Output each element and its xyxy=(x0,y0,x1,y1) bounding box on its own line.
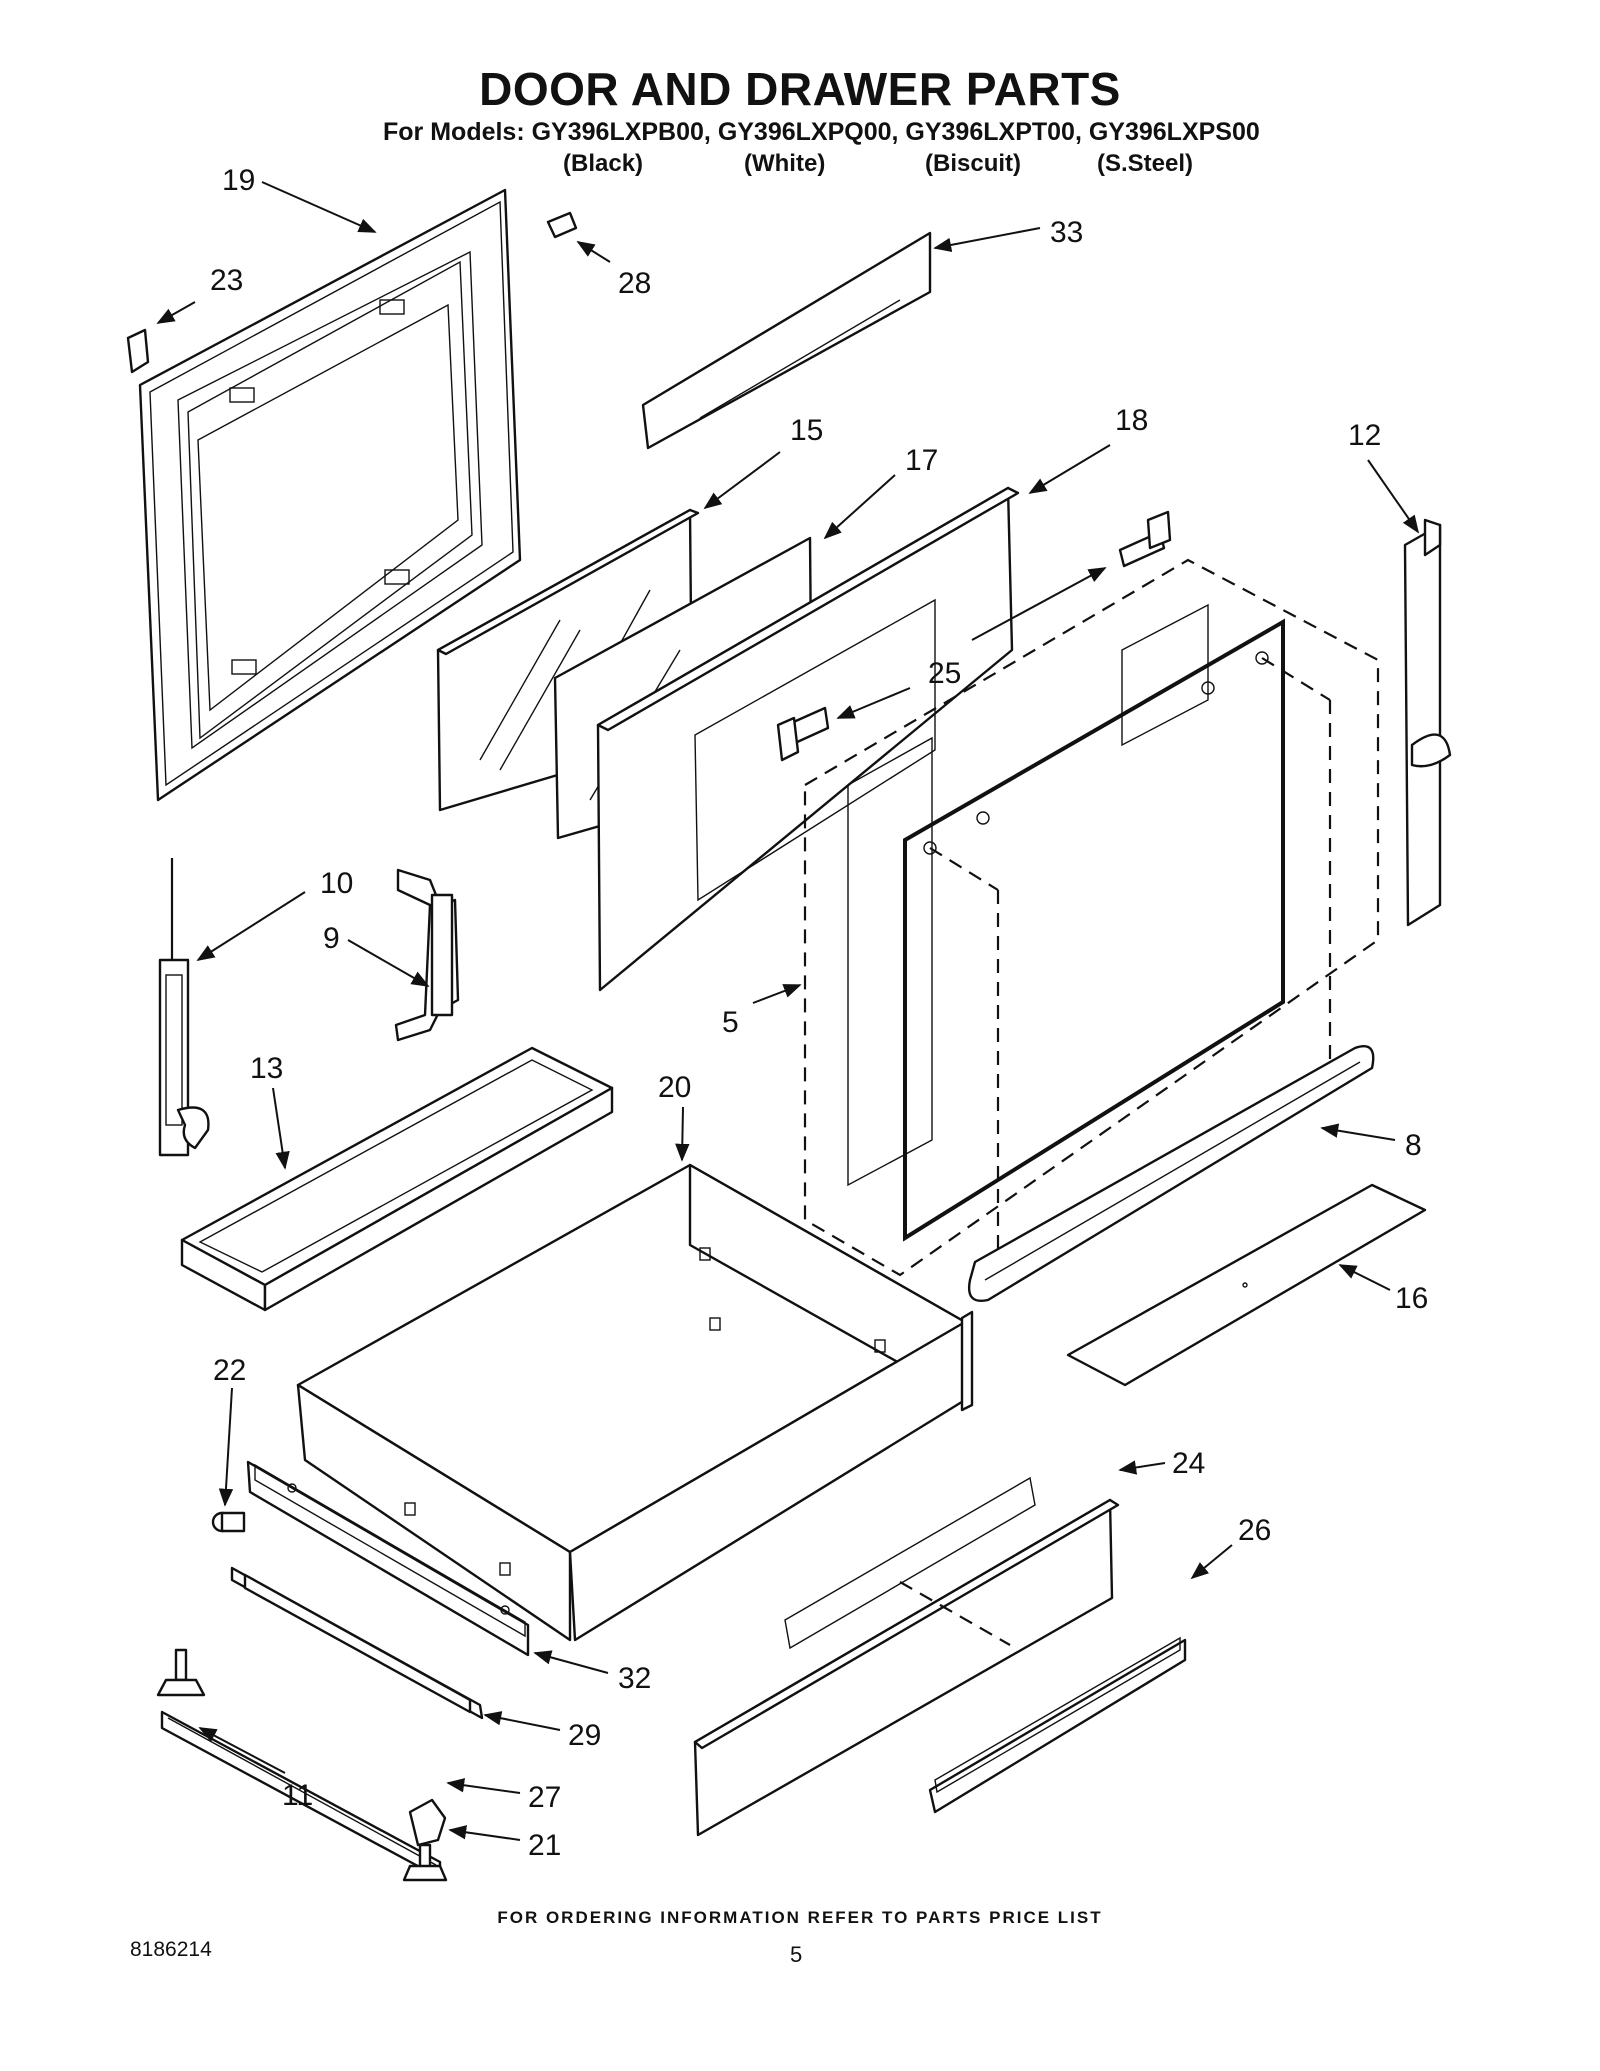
part-29-drawer-slide xyxy=(230,1566,484,1720)
models-line: For Models: GY396LXPB00, GY396LXPQ00, GY… xyxy=(383,118,1260,146)
callout-5: 5 xyxy=(722,1006,739,1039)
callout-28: 28 xyxy=(618,267,651,300)
page-number: 5 xyxy=(790,1942,803,1967)
callout-11: 11 xyxy=(282,1779,313,1812)
callout-numbers: 19 23 28 33 15 17 18 12 25 10 9 5 13 20 … xyxy=(210,164,1428,1862)
callout-10: 10 xyxy=(320,867,353,900)
callout-21: 21 xyxy=(528,1829,561,1862)
callout-16: 16 xyxy=(1395,1282,1428,1315)
part-28-spacer xyxy=(546,211,578,239)
part-32-drawer-rail xyxy=(246,1460,530,1657)
ordering-note: FOR ORDERING INFORMATION REFER TO PARTS … xyxy=(497,1908,1103,1927)
color-black: (Black) xyxy=(563,150,644,177)
callout-26: 26 xyxy=(1238,1514,1271,1547)
part-23-door-clip xyxy=(126,328,150,374)
color-biscuit: (Biscuit) xyxy=(925,150,1021,177)
callout-13: 13 xyxy=(250,1052,283,1085)
callout-29: 29 xyxy=(568,1719,601,1752)
callout-19: 19 xyxy=(222,164,255,197)
callout-8: 8 xyxy=(1405,1129,1422,1162)
callout-leaders xyxy=(156,181,1420,1841)
part-25-hinge-receiver-lower xyxy=(776,706,830,762)
color-stainless: (S.Steel) xyxy=(1097,150,1194,177)
callout-20: 20 xyxy=(658,1071,691,1104)
callout-32: 32 xyxy=(618,1662,651,1695)
part-12-side-trim xyxy=(1403,518,1452,927)
part-19-outer-door-panel xyxy=(138,188,522,802)
part-16-bottom-vent-panel xyxy=(1066,1183,1427,1387)
color-white: (White) xyxy=(744,150,826,177)
callout-18: 18 xyxy=(1115,404,1148,437)
part-9-handle-bracket xyxy=(394,868,460,1042)
callout-24: 24 xyxy=(1172,1447,1205,1480)
callout-22: 22 xyxy=(213,1354,246,1387)
callout-15: 15 xyxy=(790,414,823,447)
part-20-drawer-box xyxy=(296,1163,974,1642)
part-24-drawer-front xyxy=(693,1476,1120,1837)
part-22-bolt xyxy=(211,1511,246,1533)
part-25-hinge-receiver-upper xyxy=(1118,510,1172,568)
part-26-drawer-handle xyxy=(899,1581,1187,1814)
callout-33: 33 xyxy=(1050,216,1083,249)
callout-9: 9 xyxy=(323,922,340,955)
callout-27: 27 xyxy=(528,1781,561,1814)
part-10-door-hinge xyxy=(158,858,210,1157)
part-11-leveling-leg xyxy=(156,1648,206,1697)
callout-23: 23 xyxy=(210,264,243,297)
callout-25: 25 xyxy=(928,657,961,690)
part-13-drawer-tray xyxy=(180,1046,614,1312)
callout-17: 17 xyxy=(905,444,938,477)
callout-12: 12 xyxy=(1348,419,1381,452)
document-number: 8186214 xyxy=(130,1938,212,1961)
part-33-door-vent-strip xyxy=(641,231,932,450)
part-21-leveling-leg xyxy=(402,1798,448,1882)
page-title: DOOR AND DRAWER PARTS xyxy=(479,63,1121,115)
part-5-door-liner xyxy=(803,558,1380,1277)
part-8-door-bottom-trim xyxy=(967,1045,1375,1302)
